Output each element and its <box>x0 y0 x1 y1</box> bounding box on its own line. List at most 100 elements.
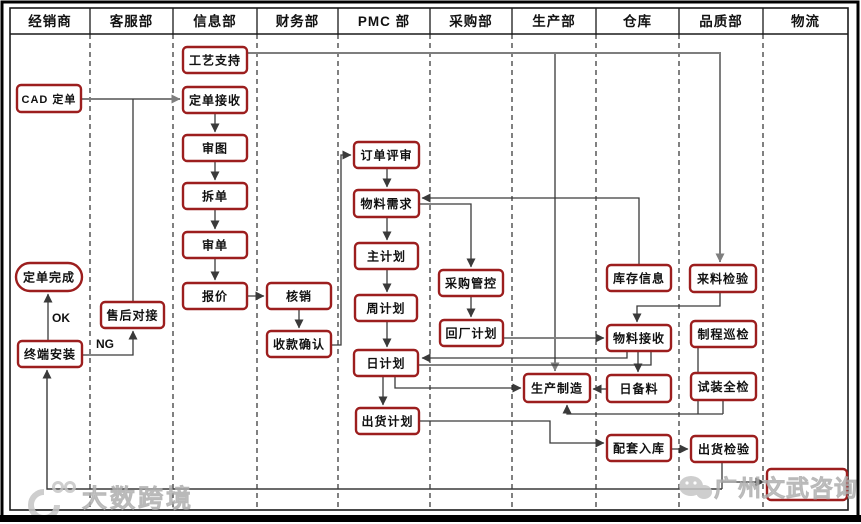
node-write-off: 核销 <box>265 281 333 311</box>
node-write-off-shape <box>265 281 333 311</box>
node-incoming-inspection: 来料检验 <box>688 263 758 294</box>
edge-incoming-to-matreceive <box>632 292 721 323</box>
node-trial-full-inspection: 试装全检 <box>689 371 758 402</box>
node-return-factory-plan-label: 回厂计划 <box>445 325 497 340</box>
node-daily-material-prep-label: 日备料 <box>619 381 658 396</box>
node-order-complete-label: 定单完成 <box>23 269 75 284</box>
node-shipment-plan-label: 出货计划 <box>361 413 413 428</box>
node-quotation-label: 报价 <box>202 288 228 303</box>
watermark-left-logo-icon <box>28 489 60 521</box>
node-purchase-control-shape <box>437 268 505 298</box>
node-incoming-inspection-label: 来料检验 <box>696 271 749 286</box>
node-material-demand: 物料需求 <box>352 188 421 219</box>
node-aftersale-connect: 售后对接 <box>99 300 166 330</box>
lane-header-10: 物流 <box>791 13 820 29</box>
node-daily-plan-label: 日计划 <box>366 355 405 370</box>
node-logistics-box <box>765 467 849 502</box>
node-payment-confirm: 收款确认 <box>265 329 333 359</box>
node-inprocess-inspection-shape <box>689 319 758 349</box>
node-cad-order-label: CAD 定单 <box>22 92 77 106</box>
node-split-order-shape <box>181 181 249 211</box>
node-trial-full-inspection-label: 试装全检 <box>697 379 749 394</box>
watermark-left: 大数跨境 <box>28 481 194 521</box>
node-master-plan: 主计划 <box>353 241 420 271</box>
node-master-plan-shape <box>353 241 420 271</box>
node-production-manufacture-shape <box>522 372 592 404</box>
node-quotation-shape <box>181 281 249 311</box>
node-inventory-info-label: 库存信息 <box>613 270 665 285</box>
node-shipment-plan: 出货计划 <box>354 406 421 436</box>
node-shipment-inspection-label: 出货检验 <box>698 441 750 456</box>
node-order-complete: 定单完成 <box>14 261 84 293</box>
node-inprocess-inspection: 制程巡检 <box>689 319 758 349</box>
node-terminal-install-label: 终端安装 <box>24 346 76 361</box>
node-quotation: 报价 <box>181 281 249 311</box>
lane-header-4: 财务部 <box>275 13 320 29</box>
node-cad-order-shape <box>15 83 83 114</box>
node-material-receive: 物料接收 <box>605 323 673 353</box>
node-order-receive-shape <box>181 85 249 115</box>
node-review-drawing-label: 审图 <box>202 140 228 155</box>
node-craft-support-shape <box>181 45 249 75</box>
node-master-plan-label: 主计划 <box>367 248 406 263</box>
node-order-receive: 定单接收 <box>181 85 249 115</box>
watermark-right: 广州文武咨询 <box>679 475 858 501</box>
node-return-factory-plan: 回厂计划 <box>438 318 505 348</box>
node-daily-plan-shape <box>352 348 420 378</box>
lane-header-5: PMC 部 <box>358 13 410 29</box>
node-daily-plan: 日计划 <box>352 348 420 378</box>
node-cad-order: CAD 定单 <box>15 83 83 114</box>
edge-inventory-to-demand <box>421 193 640 265</box>
node-payment-confirm-shape <box>265 329 333 359</box>
node-incoming-inspection-shape <box>688 263 758 294</box>
node-shipment-inspection: 出货检验 <box>689 434 759 464</box>
edge-shipplan-to-kitting <box>419 420 605 448</box>
node-review-order-label: 审单 <box>202 237 228 252</box>
node-kitting-warehousing: 配套入库 <box>605 433 673 463</box>
node-split-order: 拆单 <box>181 181 249 211</box>
node-kitting-warehousing-shape <box>605 433 673 463</box>
node-kitting-warehousing-label: 配套入库 <box>613 440 665 455</box>
node-return-factory-plan-shape <box>438 318 505 348</box>
lane-header-6: 采购部 <box>449 13 493 29</box>
edge-matreceive-to-dailyplan <box>421 351 628 363</box>
node-trial-full-inspection-shape <box>689 371 758 402</box>
branch-label-ok: OK <box>52 311 70 325</box>
node-terminal-install-shape <box>16 339 84 369</box>
node-material-receive-label: 物料接收 <box>613 330 665 345</box>
node-order-complete-shape <box>14 261 84 293</box>
node-inprocess-inspection-label: 制程巡检 <box>697 326 749 341</box>
node-weekly-plan-shape <box>353 293 419 323</box>
edge-payment-to-evaluation <box>331 150 352 346</box>
lane-header-8: 仓库 <box>622 13 652 29</box>
node-production-manufacture: 生产制造 <box>522 372 592 404</box>
node-logistics-box-shape <box>765 467 849 502</box>
node-order-evaluation: 订单评审 <box>352 140 421 170</box>
node-payment-confirm-label: 收款确认 <box>273 336 325 351</box>
node-inventory-info-shape <box>605 263 673 293</box>
edge-feedback-to-install <box>42 369 722 490</box>
node-daily-material-prep: 日备料 <box>605 373 673 404</box>
node-review-drawing: 审图 <box>181 133 249 163</box>
outer-frame-bottom-bar <box>0 515 861 522</box>
node-craft-support-label: 工艺支持 <box>189 52 241 67</box>
watermark-left-text: 大数跨境 <box>82 484 194 513</box>
edge-quality-to-production <box>562 404 723 415</box>
edge-install-ng-to-aftersale <box>82 330 138 356</box>
node-material-receive-shape <box>605 323 673 353</box>
node-review-order: 审单 <box>181 230 249 260</box>
branch-label-ng: NG <box>96 337 114 351</box>
node-order-evaluation-shape <box>352 140 421 170</box>
lane-header-2: 客服部 <box>109 13 154 29</box>
edge-craft-to-incoming <box>247 52 725 263</box>
node-material-demand-shape <box>352 188 421 219</box>
lane-header-9: 品质部 <box>699 13 743 29</box>
node-aftersale-connect-label: 售后对接 <box>106 307 158 322</box>
node-aftersale-connect-shape <box>99 300 166 330</box>
swimlane-table-border <box>9 7 849 511</box>
watermark-right-text: 广州文武咨询 <box>714 475 858 501</box>
node-order-evaluation-label: 订单评审 <box>360 147 412 162</box>
node-weekly-plan-label: 周计划 <box>366 300 405 315</box>
